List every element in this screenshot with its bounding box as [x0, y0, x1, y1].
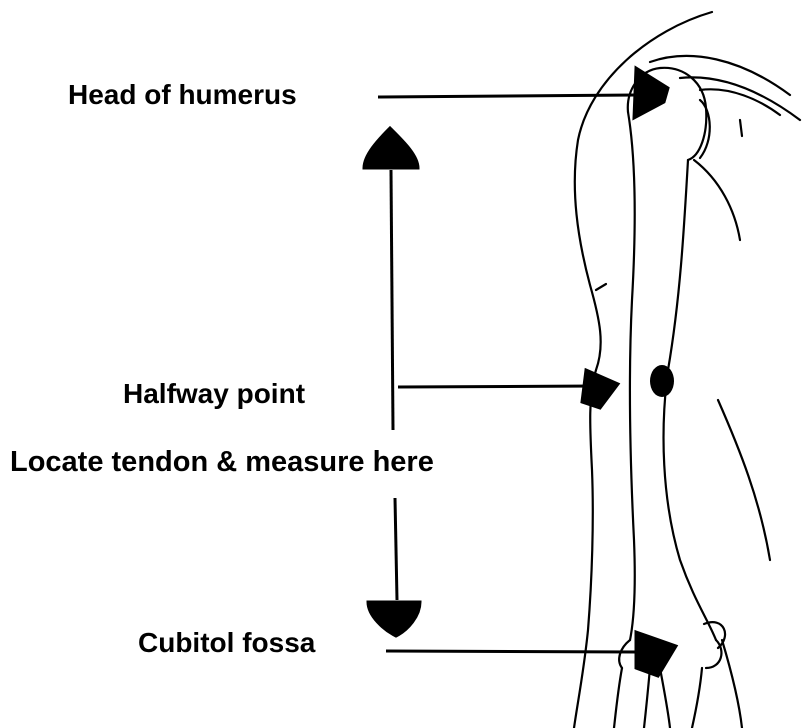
head-pointer-tip — [634, 68, 668, 118]
medial-epicondyle — [706, 640, 721, 668]
cubitol-pointer-tip — [636, 632, 676, 676]
ulna-left — [660, 668, 670, 728]
lower-shaft — [395, 498, 397, 600]
halfway-pointer-line — [398, 386, 596, 387]
scapula-line — [694, 160, 740, 240]
radius-left — [614, 668, 622, 728]
ulna-right — [692, 668, 702, 728]
halfway-pointer-tip — [582, 370, 618, 408]
locate-tendon-label: Locate tendon & measure here — [10, 448, 434, 477]
cubitol-pointer-line — [386, 651, 648, 652]
upper-arrowhead — [364, 128, 418, 168]
acromion-tick — [740, 120, 742, 136]
landmarks — [650, 365, 674, 397]
pointers — [378, 68, 676, 676]
lower-arrowhead — [368, 602, 420, 636]
posterior-outline — [718, 400, 770, 560]
skin-crease — [596, 284, 606, 290]
head-of-humerus-label: Head of humerus — [68, 81, 297, 109]
head-pointer-line — [378, 95, 640, 97]
humerus-right-edge — [664, 160, 716, 640]
cubitol-fossa-label: Cubitol fossa — [138, 629, 315, 657]
acromion — [700, 89, 780, 115]
lateral-epicondyle — [619, 640, 630, 668]
upper-shaft — [391, 170, 393, 430]
humerus-left-edge — [628, 112, 635, 640]
halfway-point-label: Halfway point — [123, 380, 305, 408]
halfway-point-dot — [650, 365, 674, 397]
shoulder-outline — [574, 12, 712, 728]
measurement-arrow — [364, 128, 420, 636]
radius-right — [644, 668, 650, 728]
forearm-outline-right — [722, 640, 742, 728]
